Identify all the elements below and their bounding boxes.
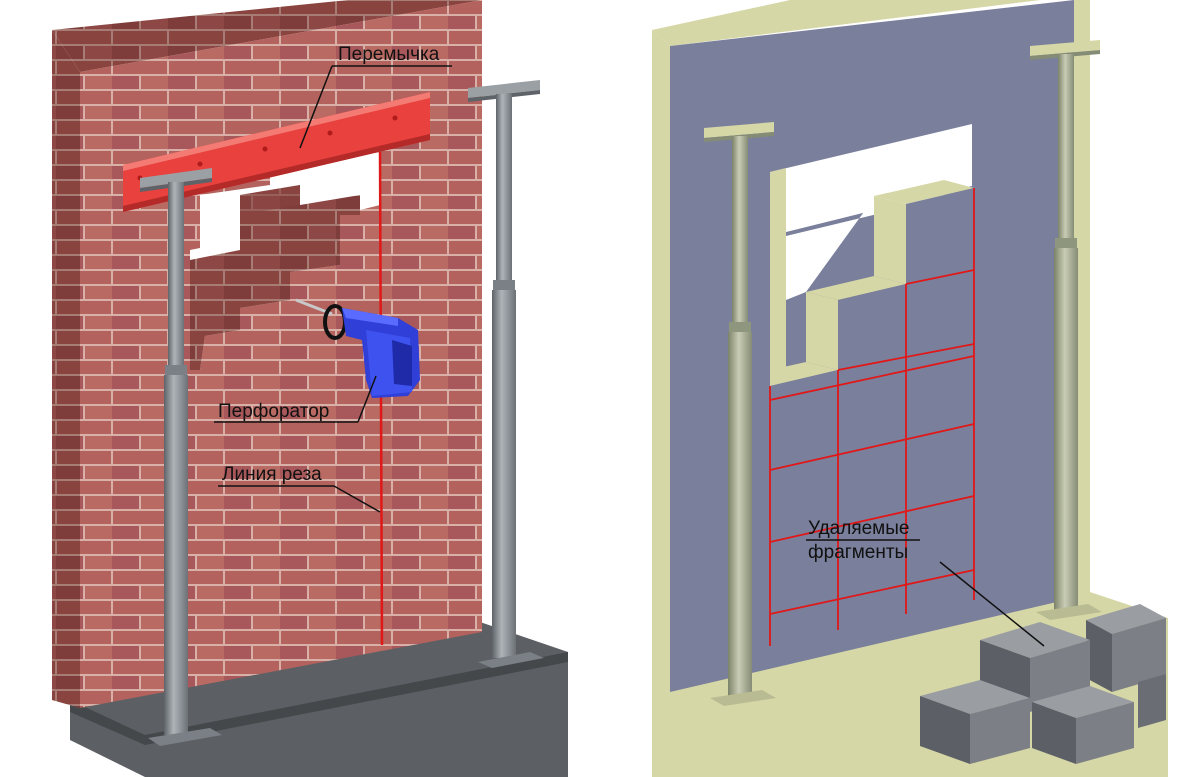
wall-side-face [52, 30, 80, 708]
label-lintel-text: Перемычка [338, 44, 440, 65]
opening-cavity-right [770, 124, 972, 236]
opening-reveal [770, 168, 786, 384]
right-support-prop [468, 80, 544, 668]
label-hammer-drill-text: Перфоратор [218, 401, 329, 422]
wall-side-edge [652, 30, 670, 694]
right-support-prop-right [1030, 40, 1102, 620]
left-panel-brick-wall: Перемычка Перфоратор Линия реза [52, 0, 568, 777]
wall-top-face [52, 0, 482, 72]
cut-line [378, 151, 384, 646]
label-removed-fragments-line2: фрагменты [808, 542, 908, 563]
left-support-prop [140, 168, 222, 746]
label-removed-fragments-line1: Удаляемые [808, 518, 909, 539]
left-support-prop-right [704, 122, 776, 706]
hammer-drill-icon [295, 298, 420, 398]
right-panel-concrete-wall: Удаляемые фрагменты [652, 0, 1168, 777]
label-lintel: Перемычка [299, 44, 452, 149]
removable-block-grid [769, 180, 975, 646]
removed-blocks-pile [920, 604, 1166, 764]
label-cut-line-text: Линия реза [222, 464, 322, 485]
label-hammer-drill: Перфоратор [214, 375, 377, 423]
label-removed-fragments: Удаляемые фрагменты [806, 518, 1045, 647]
label-cut-line: Линия реза [218, 464, 381, 513]
wall-top-edge [652, 0, 1040, 46]
opening-steps-dark [190, 185, 360, 370]
